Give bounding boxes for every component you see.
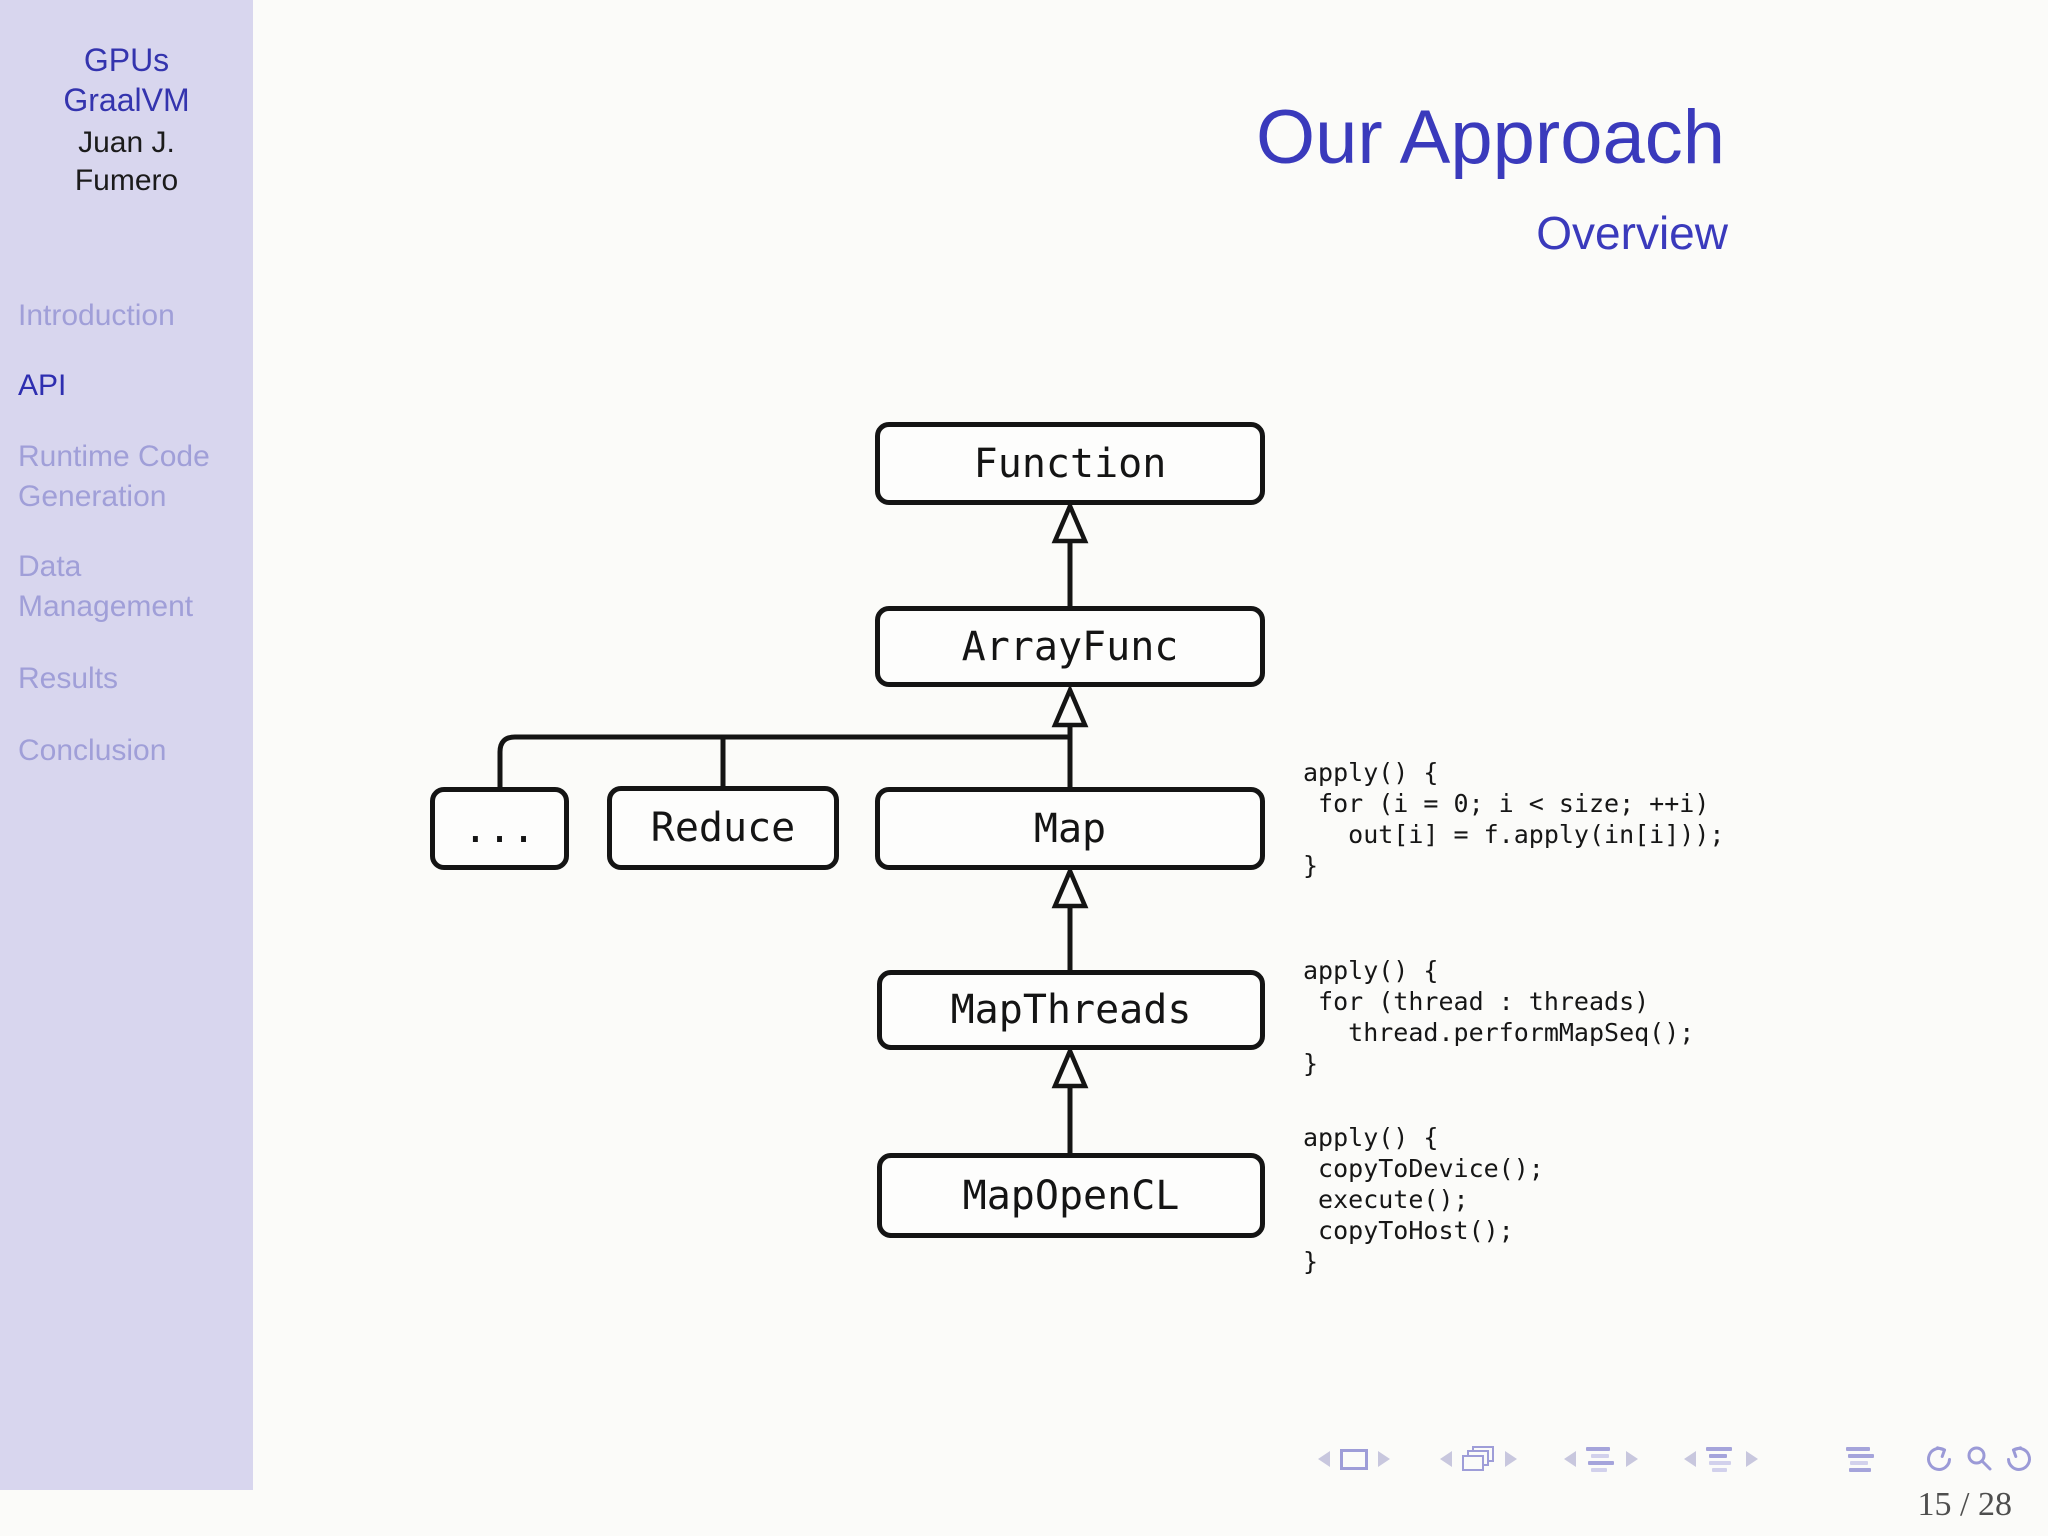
class-box-mapthreads: MapThreads <box>877 970 1265 1050</box>
sidebar-item-runtime-code-generation[interactable]: Runtime Code Generation <box>18 440 210 513</box>
class-box-others: ... <box>430 787 569 870</box>
page-subtitle: Overview <box>1536 207 1728 259</box>
prev-frame-icon[interactable] <box>1440 1451 1452 1467</box>
sidebar-item-introduction[interactable]: Introduction <box>18 299 175 332</box>
history-nav-group <box>1922 1444 2036 1474</box>
class-box-map: Map <box>875 787 1265 870</box>
page-title: Our Approach <box>1256 95 1725 180</box>
appendix-nav-group <box>1846 1444 1876 1474</box>
sidebar: GPUs GraalVM Juan J. Fumero Introduction… <box>0 0 253 1490</box>
prev-slide-icon[interactable] <box>1318 1451 1330 1467</box>
sidebar-item-results[interactable]: Results <box>18 662 119 695</box>
deck-title-line2: GraalVM <box>63 82 190 118</box>
slide-nav-group <box>1318 1444 1390 1474</box>
next-slide-icon[interactable] <box>1378 1451 1390 1467</box>
class-box-function: Function <box>875 422 1265 505</box>
page-number: 15 / 28 <box>1917 1486 2012 1523</box>
appendix-toc-icon[interactable] <box>1846 1446 1876 1472</box>
sidebar-item-conclusion[interactable]: Conclusion <box>18 734 167 767</box>
subsection-nav-group <box>1564 1444 1638 1474</box>
prev-section-icon[interactable] <box>1684 1451 1696 1467</box>
next-frame-icon[interactable] <box>1505 1451 1517 1467</box>
section-toc-icon[interactable] <box>1706 1446 1736 1472</box>
deck-title: GPUs GraalVM <box>0 40 253 120</box>
search-icon[interactable] <box>1964 1443 1994 1475</box>
frame-icon[interactable] <box>1340 1448 1368 1470</box>
frame-stack-icon[interactable] <box>1462 1446 1495 1472</box>
next-subsection-icon[interactable] <box>1626 1451 1638 1467</box>
deck-title-line1: GPUs <box>83 42 170 78</box>
next-section-icon[interactable] <box>1746 1451 1758 1467</box>
subsection-toc-icon[interactable] <box>1586 1446 1616 1472</box>
sidebar-item-api[interactable]: API <box>18 369 67 402</box>
code-snippet-map: apply() { for (i = 0; i < size; ++i) out… <box>1303 758 1725 880</box>
sidebar-item-data-management[interactable]: Data Management <box>18 550 194 623</box>
code-snippet-mapopencl: apply() { copyToDevice(); execute(); cop… <box>1303 1123 1544 1276</box>
code-snippet-mapthreads: apply() { for (thread : threads) thread.… <box>1303 956 1695 1078</box>
class-box-reduce: Reduce <box>607 786 839 870</box>
section-nav-group <box>1684 1444 1758 1474</box>
prev-subsection-icon[interactable] <box>1564 1451 1576 1467</box>
class-box-arrayfunc: ArrayFunc <box>875 606 1265 687</box>
forward-icon[interactable] <box>2004 1443 2036 1475</box>
author-line2: Fumero <box>74 164 179 197</box>
back-icon[interactable] <box>1922 1443 1954 1475</box>
author-line1: Juan J. <box>78 126 175 159</box>
author: Juan J. Fumero <box>0 124 253 200</box>
beamer-navigation-bar <box>1318 1444 2031 1478</box>
class-box-mapopencl: MapOpenCL <box>877 1153 1265 1238</box>
frame-nav-group <box>1440 1444 1517 1474</box>
